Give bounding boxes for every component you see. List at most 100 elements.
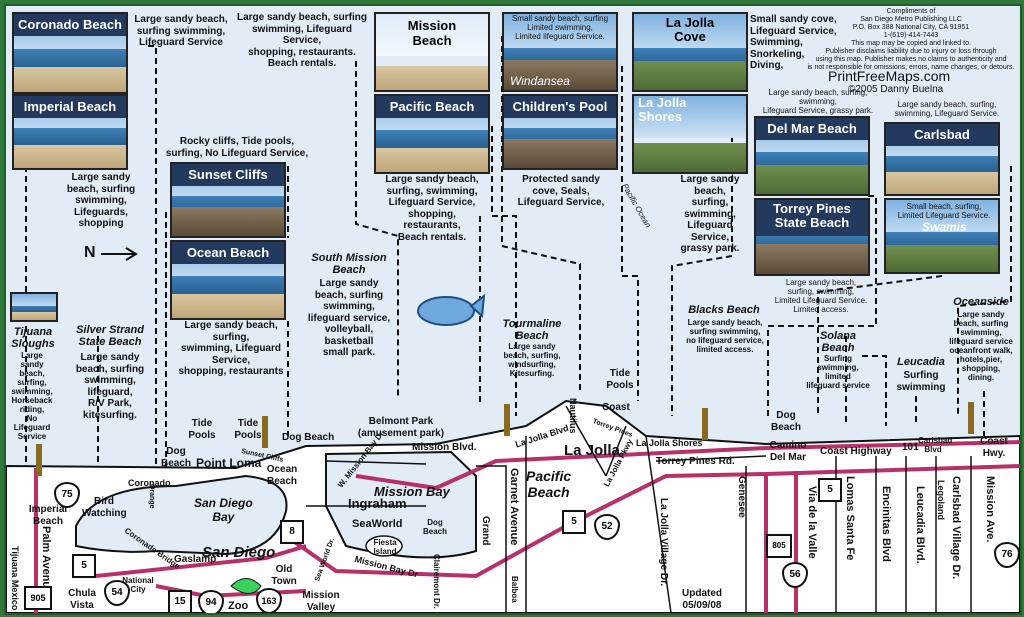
blacks-name: Blacks Beach	[688, 304, 760, 316]
road-mission-ave: Mission Ave.	[984, 476, 996, 543]
interstate-shield: 5	[72, 554, 96, 578]
photo-title: Del Mar Beach	[756, 118, 868, 140]
road-garnet: Garnet Avenue	[508, 468, 520, 546]
road-coast-highway: Coast Highway	[820, 446, 892, 457]
photo-del-mar: Del Mar Beach	[754, 116, 870, 196]
state-route-shield: 94	[198, 590, 224, 613]
road-palm-avenue: Palm Avenue	[40, 526, 52, 595]
state-route-shield: 52	[594, 514, 620, 540]
road-101: 101	[902, 442, 919, 453]
state-route-shield: 75	[54, 482, 80, 508]
photo-caption: Swamis	[922, 220, 967, 234]
desc-pacific: Large sandy beach,surfing, swimming,Life…	[385, 174, 479, 243]
credit-block: Compliments of San Diego Metro Publishin…	[807, 8, 1015, 71]
road-torrey-pines: Torrey Pines Rd.	[656, 456, 735, 467]
mission-bay-label: Mission Bay	[374, 484, 450, 499]
road-nautilus: Nautilus	[568, 398, 578, 434]
beach-pole	[504, 404, 510, 436]
state-route-shield: 76	[994, 542, 1020, 568]
photo-title: Ocean Beach	[172, 242, 284, 264]
photo-coronado-beach: Coronado Beach	[12, 12, 128, 94]
interstate-shield: 905	[24, 586, 52, 610]
road-grand: Grand	[480, 516, 491, 546]
road-carlsbad-village: Carlsbad Village Dr.	[950, 476, 962, 580]
road-leucadia: Leucadia Blvd.	[914, 486, 926, 564]
interstate-shield: 5	[818, 478, 842, 502]
dog-beach-label: Dog Beach	[282, 432, 335, 443]
map-canvas	[6, 36, 1020, 613]
desc-la-jolla-cove: Small sandy cove,Lifeguard Service,Swimm…	[750, 14, 837, 71]
photo-caption: Windansea	[510, 74, 570, 88]
copyright: ©2005 Danny Buelna	[848, 84, 944, 95]
website-link[interactable]: PrintFreeMaps.com	[828, 68, 951, 84]
photo-title: Sunset Cliffs	[172, 164, 284, 186]
photo-childrens-pool: Children's Pool	[502, 94, 618, 170]
desc-sunset-cliffs: Rocky cliffs, Tide pools,surfing, No Lif…	[165, 136, 309, 159]
swamis-desc: Small beach, surfing,Limited Lifeguard S…	[897, 202, 991, 220]
state-route-shield: 54	[104, 580, 130, 606]
oceanside-name: Oceanside	[953, 296, 1009, 308]
san-diego-bay-water	[75, 474, 288, 556]
beach-pole	[36, 444, 42, 476]
photo-title: Children's Pool	[504, 96, 616, 118]
desc-torrey-pines: Large sandy beach,surfing, swimming,Limi…	[774, 278, 868, 314]
road-la-jolla-village: La Jolla Village Dr.	[658, 498, 669, 587]
photo-windansea: Windansea	[502, 12, 618, 92]
road-via-de-la-valle: Via de la Valle	[806, 486, 818, 559]
interstate-shield: 15	[168, 590, 192, 613]
zoo-label: Zoo	[228, 600, 249, 612]
gaslamp-label: Gaslamp	[174, 554, 217, 565]
map-frame: Compliments of San Diego Metro Publishin…	[4, 4, 1022, 615]
road-tijuana-mexico: Tijuana Mexico	[10, 546, 20, 611]
road-genesee: Genesee	[736, 476, 747, 518]
point-loma-label: Point Loma	[196, 456, 262, 470]
desc-carlsbad: Large sandy beach, surfing,swimming, Lif…	[894, 100, 1000, 118]
legoland-label: Legoland	[936, 480, 946, 520]
la-jolla-label: La Jolla	[564, 442, 620, 459]
road-clairemont: Clairemont Dr.	[432, 554, 441, 609]
photo-tijuana-sloughs	[10, 292, 58, 322]
desc-del-mar: Large sandy beach, surfing,swimming,Life…	[762, 88, 874, 115]
photo-title: Carlsbad	[886, 124, 998, 146]
state-route-shield: 163	[256, 588, 282, 613]
tijuana-name: Tijuana Sloughs	[11, 326, 55, 350]
photo-swamis: Small beach, surfing,Limited Lifeguard S…	[884, 198, 1000, 274]
road-lomas-santa-fe: Lomas Santa Fe	[844, 476, 856, 561]
road-la-jolla-shores: La Jolla Shores	[636, 438, 703, 448]
state-route-shield: 56	[782, 562, 808, 588]
photo-pacific-beach: Pacific Beach	[374, 94, 490, 174]
compass-north-label: N	[84, 244, 96, 261]
